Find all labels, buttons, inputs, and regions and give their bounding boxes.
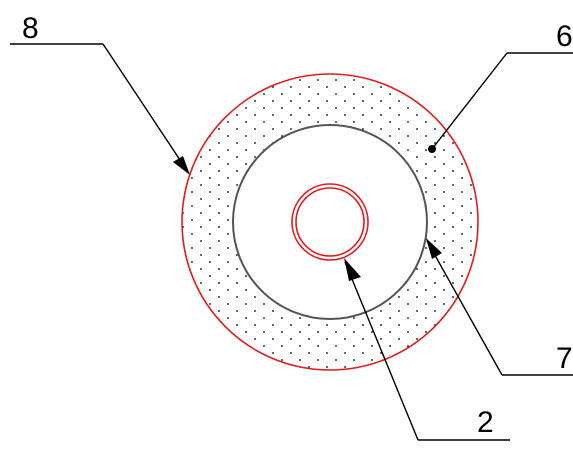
middle-ring	[232, 124, 428, 320]
leader-8	[10, 43, 190, 175]
label-6: 6	[556, 20, 573, 53]
inner-ring-outer-line	[291, 183, 369, 261]
arrowhead-7	[426, 238, 442, 259]
leader-7	[426, 238, 573, 376]
label-2: 2	[477, 406, 494, 439]
outer-ring	[181, 73, 479, 371]
label-7: 7	[556, 342, 573, 375]
leader-6	[428, 52, 573, 153]
label-8: 8	[22, 12, 39, 45]
arrowhead-8	[173, 156, 190, 175]
leader-2	[344, 258, 510, 441]
leader-6-dot	[428, 145, 436, 153]
inner-ring-inner-line	[295, 187, 365, 257]
arrowhead-2	[344, 258, 361, 281]
